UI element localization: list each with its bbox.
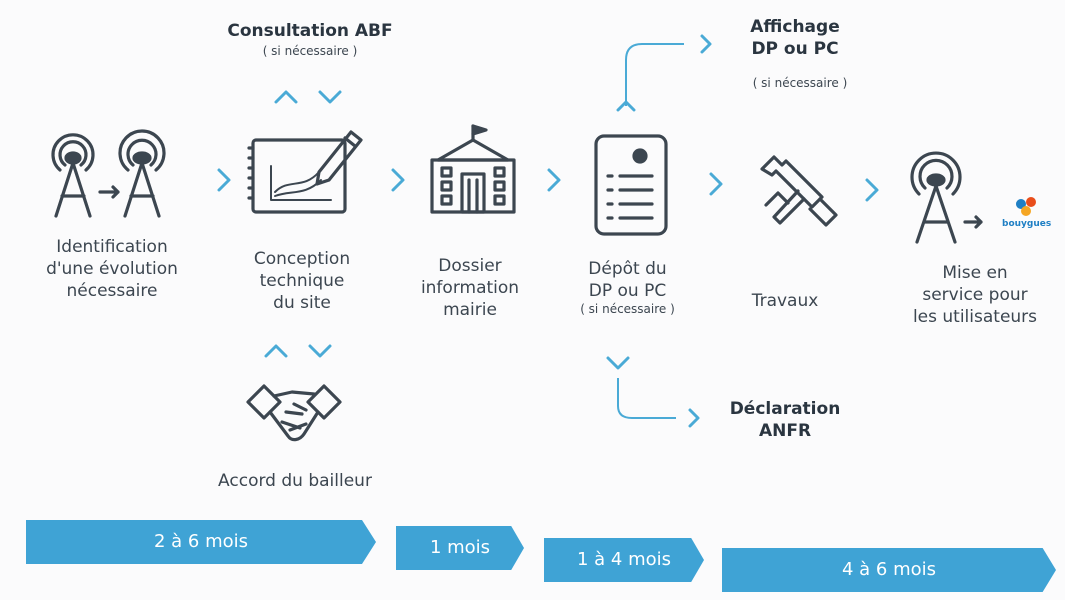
- chevron-right-icon: [547, 168, 561, 192]
- duration-bar-2: 1 mois: [396, 526, 524, 570]
- tools-hand-icon: [760, 155, 838, 227]
- duration-label: 1 mois: [429, 537, 491, 558]
- duration-bar-4: 4 à 6 mois: [722, 548, 1056, 592]
- affichage-note: ( si nécessaire ): [752, 76, 848, 90]
- declaration-anfr-title: Déclaration ANFR: [729, 399, 841, 441]
- town-hall-icon: [430, 124, 516, 214]
- handshake-icon: [246, 384, 342, 442]
- step-identification-label: Identification d'une évolution nécessair…: [46, 237, 178, 301]
- step-depot-label: Dépôt du DP ou PC ( si nécessaire ): [545, 258, 710, 317]
- duration-bar-1: 2 à 6 mois: [26, 520, 376, 564]
- accord-bailleur-label: Accord du bailleur: [218, 471, 372, 491]
- bouygues-logo-icon: [1016, 197, 1036, 216]
- chevron-right-icon: [865, 178, 879, 202]
- duration-label: 4 à 6 mois: [841, 559, 937, 580]
- document-checklist-icon: [594, 134, 668, 236]
- step-mise-en-service-label: Mise en service pour les utilisateurs: [912, 263, 1038, 327]
- antenna-transfer-icon: [51, 129, 166, 218]
- step-travaux-label: Travaux: [751, 291, 819, 311]
- chevron-right-icon: [391, 168, 405, 192]
- chevron-right-icon: [709, 172, 723, 196]
- duration-label: 1 à 4 mois: [576, 549, 672, 570]
- chevron-up-down-icon: [274, 90, 342, 104]
- antenna-service-icon: [910, 151, 983, 244]
- branch-connector-affichage: [616, 34, 712, 112]
- technical-drawing-icon: [247, 130, 363, 214]
- step-conception-label: Conception technique du site: [253, 249, 351, 313]
- step-dossier-label: Dossier information mairie: [420, 256, 520, 320]
- duration-label: 2 à 6 mois: [153, 531, 249, 552]
- chevron-right-icon: [217, 168, 231, 192]
- chevron-up-down-icon: [264, 344, 332, 358]
- duration-bar-3: 1 à 4 mois: [544, 538, 704, 582]
- consultation-abf-title: Consultation ABF: [227, 21, 393, 41]
- affichage-title: Affichage DP ou PC: [750, 17, 840, 59]
- consultation-abf-note: ( si nécessaire ): [262, 44, 358, 58]
- brand-name: bouygues: [1002, 219, 1052, 229]
- branch-connector-declaration: [606, 356, 700, 428]
- step-depot-note: ( si nécessaire ): [580, 302, 675, 316]
